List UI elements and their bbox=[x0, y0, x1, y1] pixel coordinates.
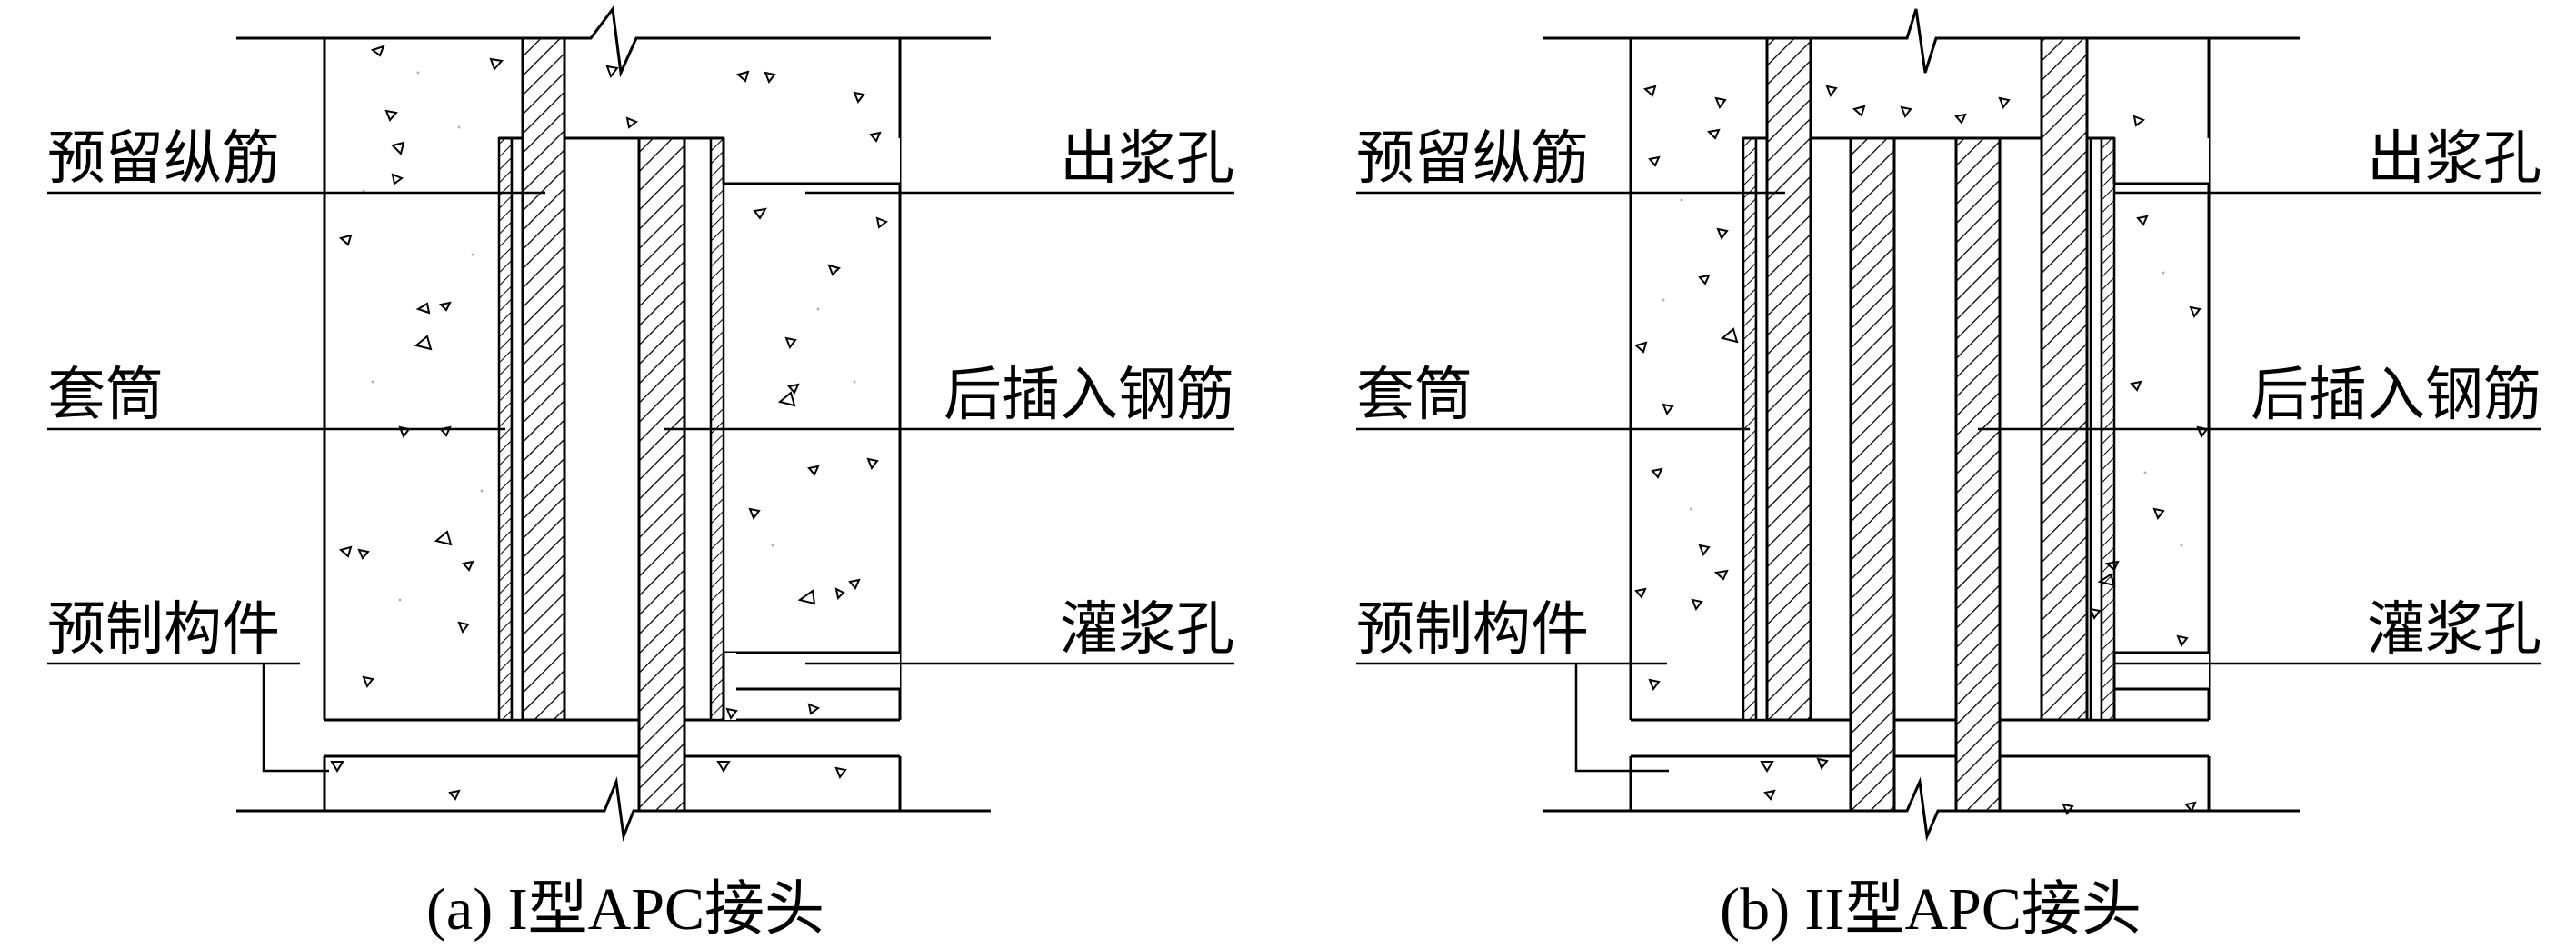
label-sleeve-a: 套筒 bbox=[47, 362, 164, 429]
caption-b: (b) II型APC接头 bbox=[1720, 876, 2142, 943]
upper-member-a bbox=[236, 5, 991, 720]
label-precast-member-b: 预制构件 bbox=[1356, 596, 1589, 664]
panel-b-type2-joint: 预留纵筋 套筒 预制构件 出浆孔 后插入钢筋 灌浆孔 (b) II型APC接头 bbox=[1356, 8, 2541, 943]
inserted-bar-b-left bbox=[1849, 136, 1896, 813]
label-reserved-bar-b: 预留纵筋 bbox=[1356, 125, 1589, 193]
concrete-aggregate-b bbox=[1633, 85, 2209, 816]
reserved-bar-b-left bbox=[1765, 36, 1812, 722]
caption-a: (a) I型APC接头 bbox=[426, 876, 824, 943]
grout-ports-a bbox=[722, 138, 900, 720]
label-inserted-bar-b: 后插入钢筋 bbox=[2251, 362, 2541, 429]
label-outlet-hole-b: 出浆孔 bbox=[2367, 125, 2541, 193]
grout-ports-b bbox=[2112, 138, 2209, 720]
label-grout-hole-b: 灌浆孔 bbox=[2367, 596, 2541, 664]
label-grout-hole-a: 灌浆孔 bbox=[1060, 596, 1234, 664]
leader-lines-a bbox=[47, 191, 1234, 773]
leader-lines-b bbox=[1356, 191, 2541, 773]
reserved-bar-a bbox=[521, 36, 566, 722]
label-inserted-bar-a: 后插入钢筋 bbox=[944, 362, 1234, 429]
panel-a-type1-joint: 预留纵筋 套筒 预制构件 出浆孔 后插入钢筋 灌浆孔 (a) I型APC接头 bbox=[47, 5, 1234, 943]
inserted-bar-a bbox=[637, 136, 686, 813]
reserved-bar-b-right bbox=[2040, 36, 2089, 722]
lower-member-a bbox=[236, 754, 991, 842]
lower-member-b bbox=[1543, 754, 2300, 842]
upper-member-b bbox=[1543, 8, 2300, 720]
label-sleeve-b: 套筒 bbox=[1356, 362, 1473, 429]
label-reserved-bar-a: 预留纵筋 bbox=[47, 125, 280, 193]
label-precast-member-a: 预制构件 bbox=[47, 596, 280, 664]
inserted-bar-b-right bbox=[1954, 136, 2002, 813]
label-outlet-hole-a: 出浆孔 bbox=[1060, 125, 1234, 193]
